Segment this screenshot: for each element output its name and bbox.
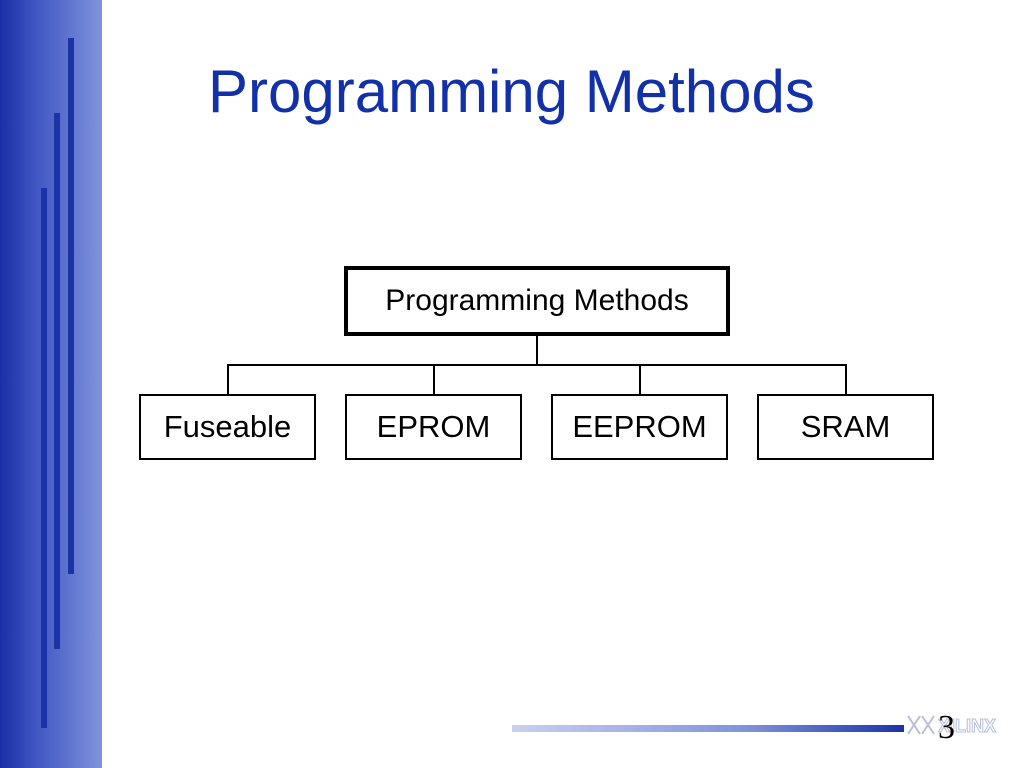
- left-decorative-band: [0, 0, 102, 768]
- footer-gradient-bar: [512, 725, 904, 732]
- diagram-root-node: Programming Methods: [344, 266, 730, 336]
- connector-child: [433, 364, 435, 394]
- xilinx-logo-icon: XILINX: [907, 715, 997, 737]
- page-number: 3: [938, 709, 955, 746]
- connector-root: [536, 336, 538, 365]
- decorative-stripe: [41, 188, 47, 728]
- slide-title: Programming Methods: [208, 58, 815, 125]
- logo-wordmark: XILINX: [938, 716, 996, 736]
- connector-child: [845, 364, 847, 394]
- diagram-node-eprom: EPROM: [345, 394, 522, 460]
- connector-child: [639, 364, 641, 394]
- node-label: EEPROM: [572, 409, 707, 444]
- node-label: SRAM: [800, 409, 891, 444]
- decorative-stripe: [54, 113, 60, 649]
- connector-horizontal: [227, 364, 847, 366]
- node-label: EPROM: [376, 409, 491, 444]
- node-label: Fuseable: [163, 409, 292, 444]
- diagram-node-fuseable: Fuseable: [139, 394, 316, 460]
- diagram-node-eeprom: EEPROM: [551, 394, 728, 460]
- connector-child: [227, 364, 229, 394]
- root-node-label: Programming Methods: [385, 284, 689, 317]
- diagram-node-sram: SRAM: [757, 394, 934, 460]
- decorative-stripe: [68, 38, 74, 574]
